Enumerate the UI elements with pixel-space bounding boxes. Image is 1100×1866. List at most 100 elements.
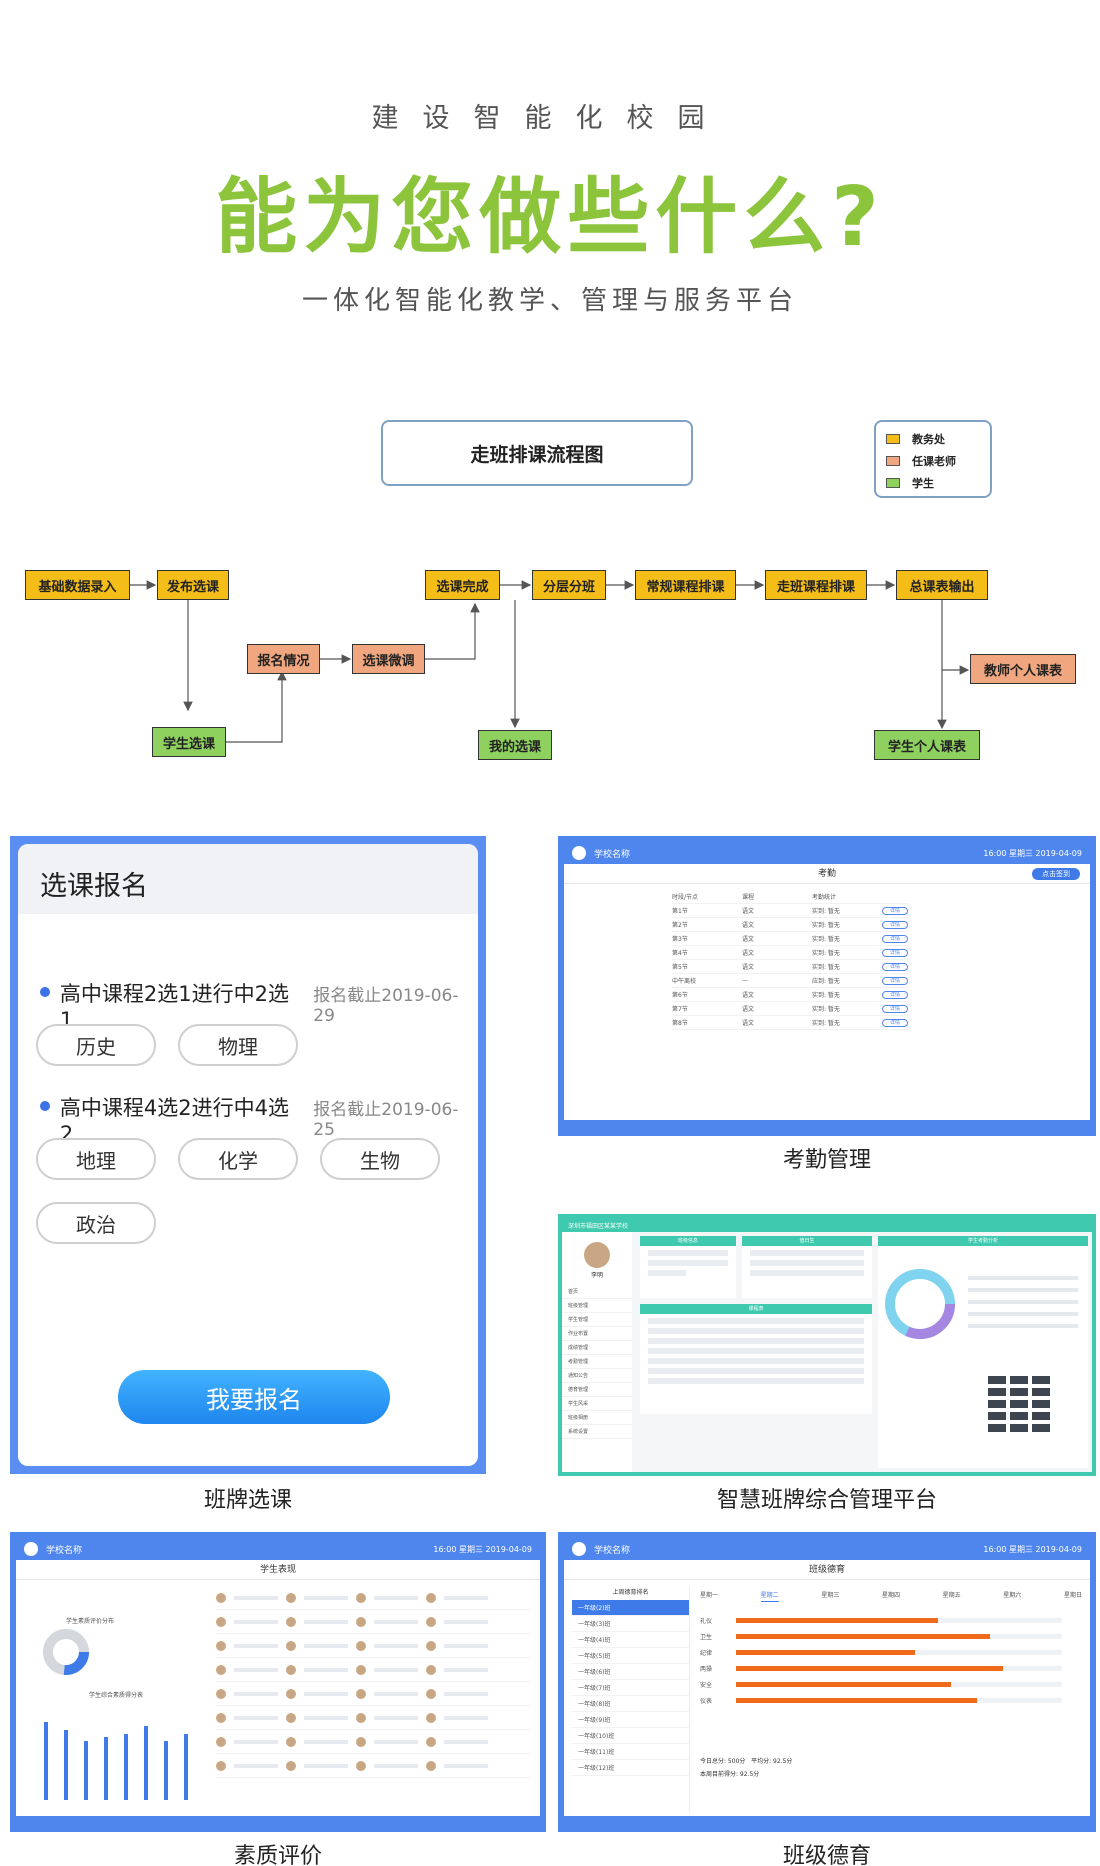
avatar	[584, 1242, 610, 1268]
sidebar-item[interactable]: 学生风采	[562, 1397, 632, 1411]
flowchart-arrows	[130, 580, 970, 743]
attendance-table: 时段/节点 课程 考勤统计 第1节语文实到: 暂无详情第2节语文实到: 暂无详情…	[672, 890, 908, 1030]
caption-moral: 班级德育	[782, 1844, 871, 1866]
option-geography[interactable]: 地理	[36, 1138, 156, 1180]
moral-screen: 学校名称 16:00 星期三 2019-04-09 班级德育 上周德育排名 一年…	[558, 1532, 1096, 1832]
tab-day[interactable]: 星期二	[760, 1590, 779, 1602]
sidebar-item[interactable]: 考勤管理	[562, 1355, 632, 1369]
option-biology[interactable]: 生物	[320, 1138, 440, 1180]
hero-title: 能为您做些什么?	[215, 170, 885, 265]
list-item: 一年级(10)班	[572, 1728, 689, 1744]
ranking-list: 上周德育排名 一年级(2)班一年级(3)班一年级(4)班一年级(5)班一年级(6…	[572, 1586, 690, 1812]
detail-button[interactable]: 详情	[882, 934, 908, 943]
list-item: 一年级(6)班	[572, 1664, 689, 1680]
sidebar-item[interactable]: 通知公告	[562, 1369, 632, 1383]
tab-day[interactable]: 星期五	[942, 1592, 961, 1599]
avatar	[286, 1616, 296, 1627]
chart-bar	[84, 1741, 88, 1800]
detail-button[interactable]: 详情	[882, 1018, 908, 1027]
avatar	[356, 1736, 366, 1747]
avatar	[286, 1688, 296, 1699]
feed-row	[216, 1610, 530, 1634]
detail-button[interactable]: 详情	[882, 1004, 908, 1013]
node-publish: 发布选课	[157, 570, 229, 600]
detail-button[interactable]: 详情	[882, 948, 908, 957]
table-header: 时段/节点 课程 考勤统计	[672, 890, 908, 904]
sidebar-item[interactable]: 学生管理	[562, 1313, 632, 1327]
tab-day[interactable]: 星期日	[1063, 1592, 1082, 1599]
table-row: 第5节语文实到: 暂无详情	[672, 960, 908, 974]
tab-day[interactable]: 星期三	[821, 1592, 840, 1599]
enroll-button[interactable]: 我要报名	[118, 1370, 390, 1424]
sidebar-item[interactable]: 德育管理	[562, 1383, 632, 1397]
moral-body: 班级德育 上周德育排名 一年级(2)班一年级(3)班一年级(4)班一年级(5)班…	[564, 1560, 1090, 1816]
quality-bar-chart: 学生综合素质得分表	[26, 1690, 206, 1810]
avatar	[356, 1592, 366, 1603]
moral-summary: 今日总分: 500分 平均分: 92.5分 本周目前得分: 92.5分	[700, 1756, 792, 1778]
sidebar-item[interactable]: 班级管理	[562, 1299, 632, 1313]
bar-label: 礼仪	[700, 1618, 713, 1625]
node-regular-schedule: 常规课程排课	[635, 570, 736, 600]
tab-day[interactable]: 星期一	[700, 1592, 719, 1599]
bar-label: 仪表	[700, 1698, 713, 1705]
donut-chart	[885, 1269, 1078, 1339]
table-row: 第6节语文实到: 暂无详情	[672, 988, 908, 1002]
screen-topbar: 学校名称 16:00 星期三 2019-04-09	[564, 1538, 1090, 1560]
avatar	[286, 1712, 296, 1723]
sidebar-item[interactable]: 成绩管理	[562, 1341, 632, 1355]
detail-button[interactable]: 详情	[882, 976, 908, 985]
list-item: 一年级(11)班	[572, 1744, 689, 1760]
table-cell: 实到: 暂无	[812, 992, 840, 999]
table-cell: 中午离校	[672, 978, 697, 985]
option-history[interactable]: 历史	[36, 1024, 156, 1066]
table-cell: 实到: 暂无	[812, 1020, 840, 1027]
option-politics[interactable]: 政治	[36, 1202, 156, 1244]
caption-class-board: 班牌选课	[203, 1488, 292, 1513]
table-cell: 第1节	[672, 908, 688, 915]
bullet-icon	[40, 1101, 50, 1111]
legend-swatch	[886, 478, 900, 488]
platform-screen: 深圳市福田区某某学校 李明 首页班级管理学生管理作业布置成绩管理考勤管理通知公告…	[558, 1214, 1096, 1476]
table-cell: 语文	[742, 1020, 755, 1027]
score-bar	[736, 1698, 978, 1703]
table-cell: 第8节	[672, 1020, 688, 1027]
sidebar-item[interactable]: 系统设置	[562, 1425, 632, 1439]
list-item: 一年级(12)班	[572, 1760, 689, 1776]
hero-kicker: 建设智能化校园	[371, 103, 729, 134]
quality-body: 学生表现 学生素质评价分布 学生综合素质得分表	[16, 1560, 540, 1816]
score-bar	[736, 1682, 952, 1687]
avatar	[356, 1640, 366, 1651]
hero-subtitle: 一体化智能化教学、管理与服务平台	[301, 286, 798, 316]
day-tabs: 星期一 星期二 星期三 星期四 星期五 星期六 星期日	[700, 1590, 1082, 1602]
avatar	[356, 1712, 366, 1723]
detail-button[interactable]: 详情	[882, 906, 908, 915]
node-student-timetable: 学生个人课表	[874, 730, 980, 760]
sidebar-item[interactable]: 班级相册	[562, 1411, 632, 1425]
option-chemistry[interactable]: 化学	[178, 1138, 298, 1180]
tab-day[interactable]: 星期四	[881, 1592, 900, 1599]
detail-button[interactable]: 详情	[882, 920, 908, 929]
score-bar	[736, 1618, 939, 1623]
table-cell: 第5节	[672, 964, 688, 971]
sign-in-button[interactable]: 点击签到	[1032, 868, 1080, 880]
sidebar-item[interactable]: 作业布置	[562, 1327, 632, 1341]
table-cell: 第6节	[672, 992, 688, 999]
attendance-title: 考勤 点击签到	[564, 864, 1090, 884]
pie-chart	[43, 1629, 89, 1675]
screen-topbar: 学校名称 16:00 星期三 2019-04-09	[16, 1538, 540, 1560]
avatar	[356, 1616, 366, 1627]
option-physics[interactable]: 物理	[178, 1024, 298, 1066]
detail-button[interactable]: 详情	[882, 962, 908, 971]
tab-day[interactable]: 星期六	[1003, 1592, 1022, 1599]
feed-row	[216, 1754, 530, 1778]
flowchart-legend: 教务处 任课老师 学生	[874, 420, 992, 498]
sidebar-item[interactable]: 首页	[562, 1285, 632, 1299]
feed-row	[216, 1706, 530, 1730]
detail-button[interactable]: 详情	[882, 990, 908, 999]
avatar	[216, 1760, 226, 1771]
avatar	[286, 1664, 296, 1675]
school-logo-icon	[24, 1542, 38, 1556]
node-complete: 选课完成	[425, 570, 500, 600]
list-item: 一年级(7)班	[572, 1680, 689, 1696]
platform-topbar: 深圳市福田区某某学校	[562, 1218, 1092, 1232]
